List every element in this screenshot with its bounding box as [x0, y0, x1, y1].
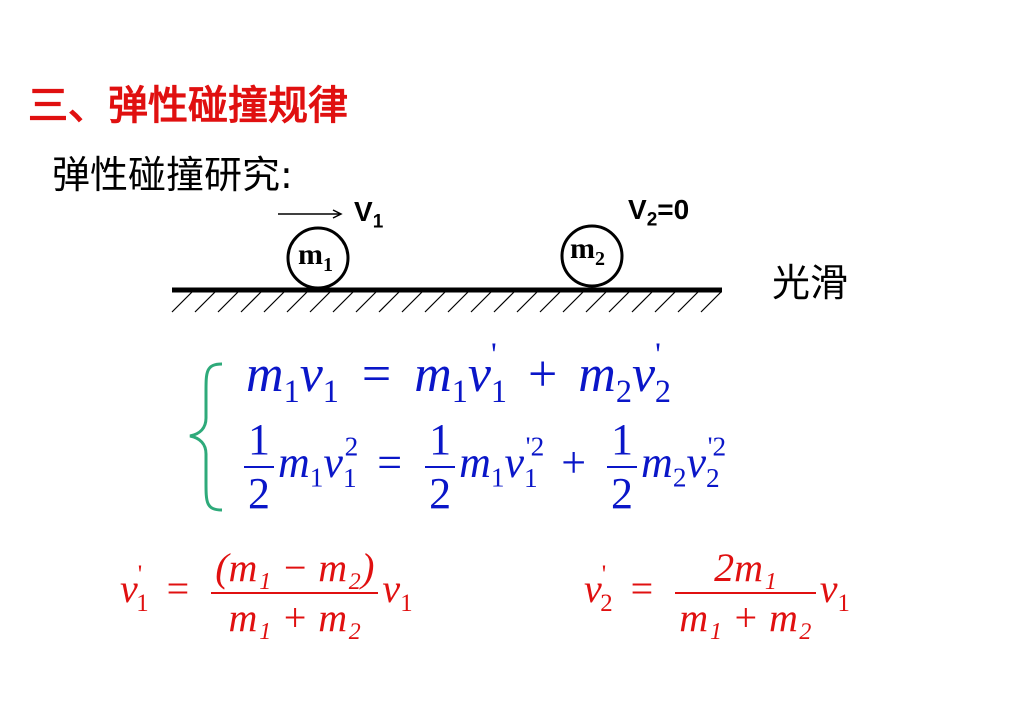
hatch-line [332, 291, 354, 313]
hatch-line [493, 291, 515, 313]
ball-m2 [560, 224, 624, 288]
ball-m2-label: m2 [570, 232, 605, 270]
hatch-line [470, 291, 492, 313]
hatch-line [171, 291, 193, 313]
hatch-line [562, 291, 584, 313]
hatch-line [194, 291, 216, 313]
hatch-line [539, 291, 561, 313]
hatch-line [286, 291, 308, 313]
v1-label: V1 [354, 196, 384, 233]
hatch-line [309, 291, 331, 313]
hatch-line [240, 291, 262, 313]
ball-m1 [286, 226, 350, 290]
hatch-line [447, 291, 469, 313]
subtitle: 弹性碰撞研究: [52, 153, 293, 197]
v1-arrow-icon [278, 209, 343, 219]
hatch-line [631, 291, 653, 313]
hatch-line [654, 291, 676, 313]
hatch-line [608, 291, 630, 313]
hatch-line [378, 291, 400, 313]
v2-label: V2=0 [628, 194, 690, 231]
ground-hatching [171, 291, 722, 313]
section-title: 三、弹性碰撞规律 [28, 83, 348, 129]
hatch-line [677, 291, 699, 313]
hatch-line [700, 291, 722, 313]
hatch-line [516, 291, 538, 313]
hatch-line [424, 291, 446, 313]
hatch-line [263, 291, 285, 313]
surface-label: 光滑 [772, 261, 849, 305]
hatch-line [217, 291, 239, 313]
ball-m1-label: m1 [298, 238, 333, 276]
momentum-equation: m1v1 = m1v'1 + m2v'2 [246, 336, 671, 410]
hatch-line [401, 291, 423, 313]
equation-brace [189, 362, 223, 512]
hatch-line [585, 291, 607, 313]
hatch-line [355, 291, 377, 313]
